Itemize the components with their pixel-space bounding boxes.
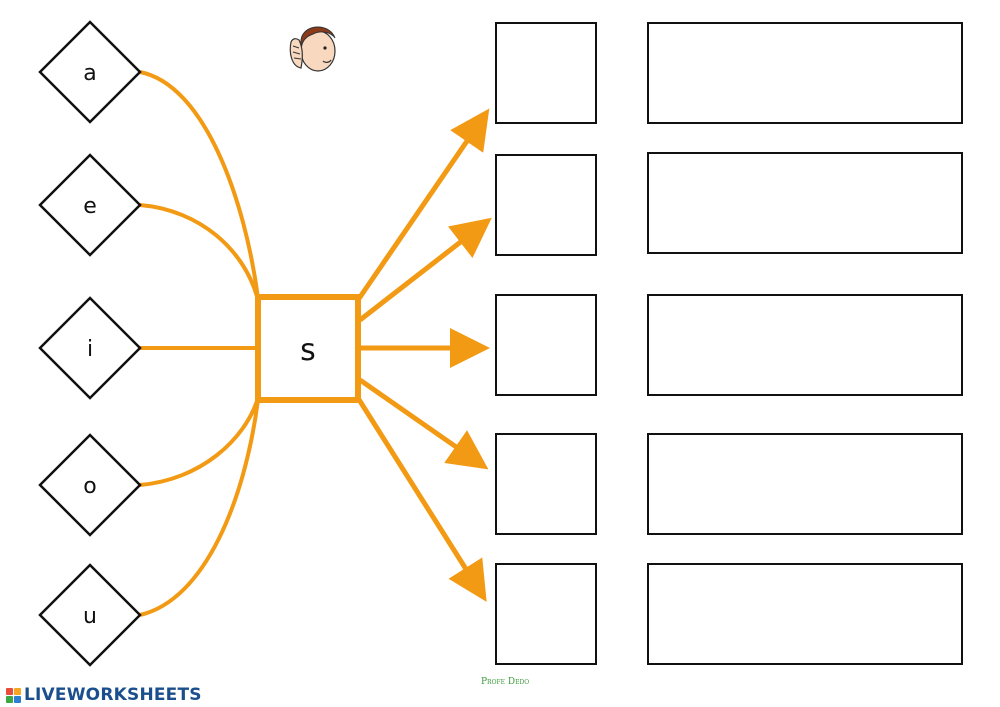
liveworksheets-logo[interactable]: LIVEWORKSHEETS <box>6 685 202 705</box>
vowel-connectors <box>139 70 260 617</box>
word-answer-box-2[interactable] <box>647 152 963 254</box>
logo-square <box>6 687 13 695</box>
logo-text: LIVEWORKSHEETS <box>24 685 202 705</box>
vowel-diamond-u: u <box>38 563 142 667</box>
word-answer-box-4[interactable] <box>647 433 963 535</box>
center-letter: s <box>300 333 316 368</box>
word-answer-box-3[interactable] <box>647 294 963 396</box>
vowel-diamond-i: i <box>38 296 142 400</box>
vowel-diamond-o: o <box>38 433 142 537</box>
logo-square <box>14 695 21 703</box>
syllable-answer-box-3[interactable] <box>495 294 597 396</box>
arrow-row-2 <box>358 217 492 322</box>
logo-grid-icon <box>6 687 21 703</box>
vowel-diamond-e: e <box>38 153 142 257</box>
logo-square <box>14 687 21 695</box>
vowel-diamond-a: a <box>38 20 142 124</box>
word-answer-box-1[interactable] <box>647 22 963 124</box>
arrow-row-4 <box>358 377 489 470</box>
vowel-label: e <box>83 194 97 219</box>
center-letter-box: s <box>255 294 361 403</box>
output-arrows <box>355 108 492 602</box>
vowel-label: u <box>83 604 97 629</box>
listening-ear-icon <box>289 26 336 72</box>
connector-e <box>139 203 260 301</box>
syllable-answer-box-5[interactable] <box>495 563 597 665</box>
word-answer-box-5[interactable] <box>647 563 963 665</box>
arrow-row-5 <box>355 396 487 602</box>
connector-o <box>139 397 260 487</box>
arrow-row-1 <box>355 108 490 302</box>
syllable-answer-box-1[interactable] <box>495 22 597 124</box>
connector-a <box>139 70 260 299</box>
vowel-label: a <box>83 61 96 86</box>
author-credit: Profe Dedo <box>481 677 530 687</box>
vowel-label: o <box>83 474 96 499</box>
syllable-answer-box-4[interactable] <box>495 433 597 535</box>
logo-square <box>6 695 13 703</box>
syllable-answer-box-2[interactable] <box>495 154 597 256</box>
connector-u <box>139 399 260 617</box>
vowel-label: i <box>87 337 93 362</box>
